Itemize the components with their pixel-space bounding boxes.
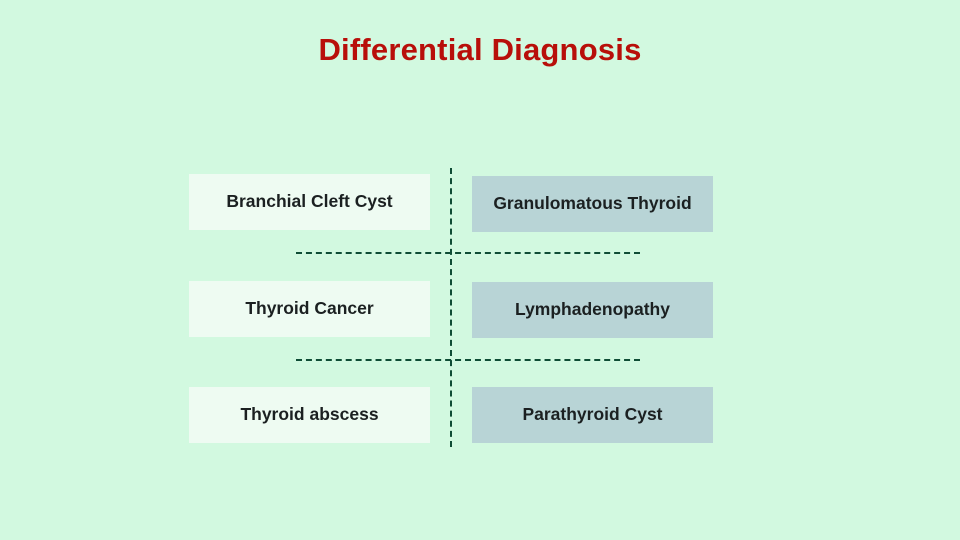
- diagnosis-box-branchial-cleft-cyst[interactable]: Branchial Cleft Cyst: [189, 174, 430, 230]
- diagnosis-box-parathyroid-cyst[interactable]: Parathyroid Cyst: [472, 387, 713, 443]
- page-title: Differential Diagnosis: [318, 32, 642, 67]
- diagnosis-box-lymphadenopathy[interactable]: Lymphadenopathy: [472, 282, 713, 338]
- horizontal-dashed-divider-1: [296, 252, 640, 254]
- horizontal-dashed-divider-2: [296, 359, 640, 361]
- diagnosis-box-thyroid-cancer[interactable]: Thyroid Cancer: [189, 281, 430, 337]
- vertical-dashed-divider: [450, 168, 452, 447]
- differential-diagnosis-diagram: Branchial Cleft Cyst Granulomatous Thyro…: [189, 168, 727, 447]
- diagnosis-box-granulomatous-thyroid[interactable]: Granulomatous Thyroid: [472, 176, 713, 232]
- diagnosis-box-thyroid-abscess[interactable]: Thyroid abscess: [189, 387, 430, 443]
